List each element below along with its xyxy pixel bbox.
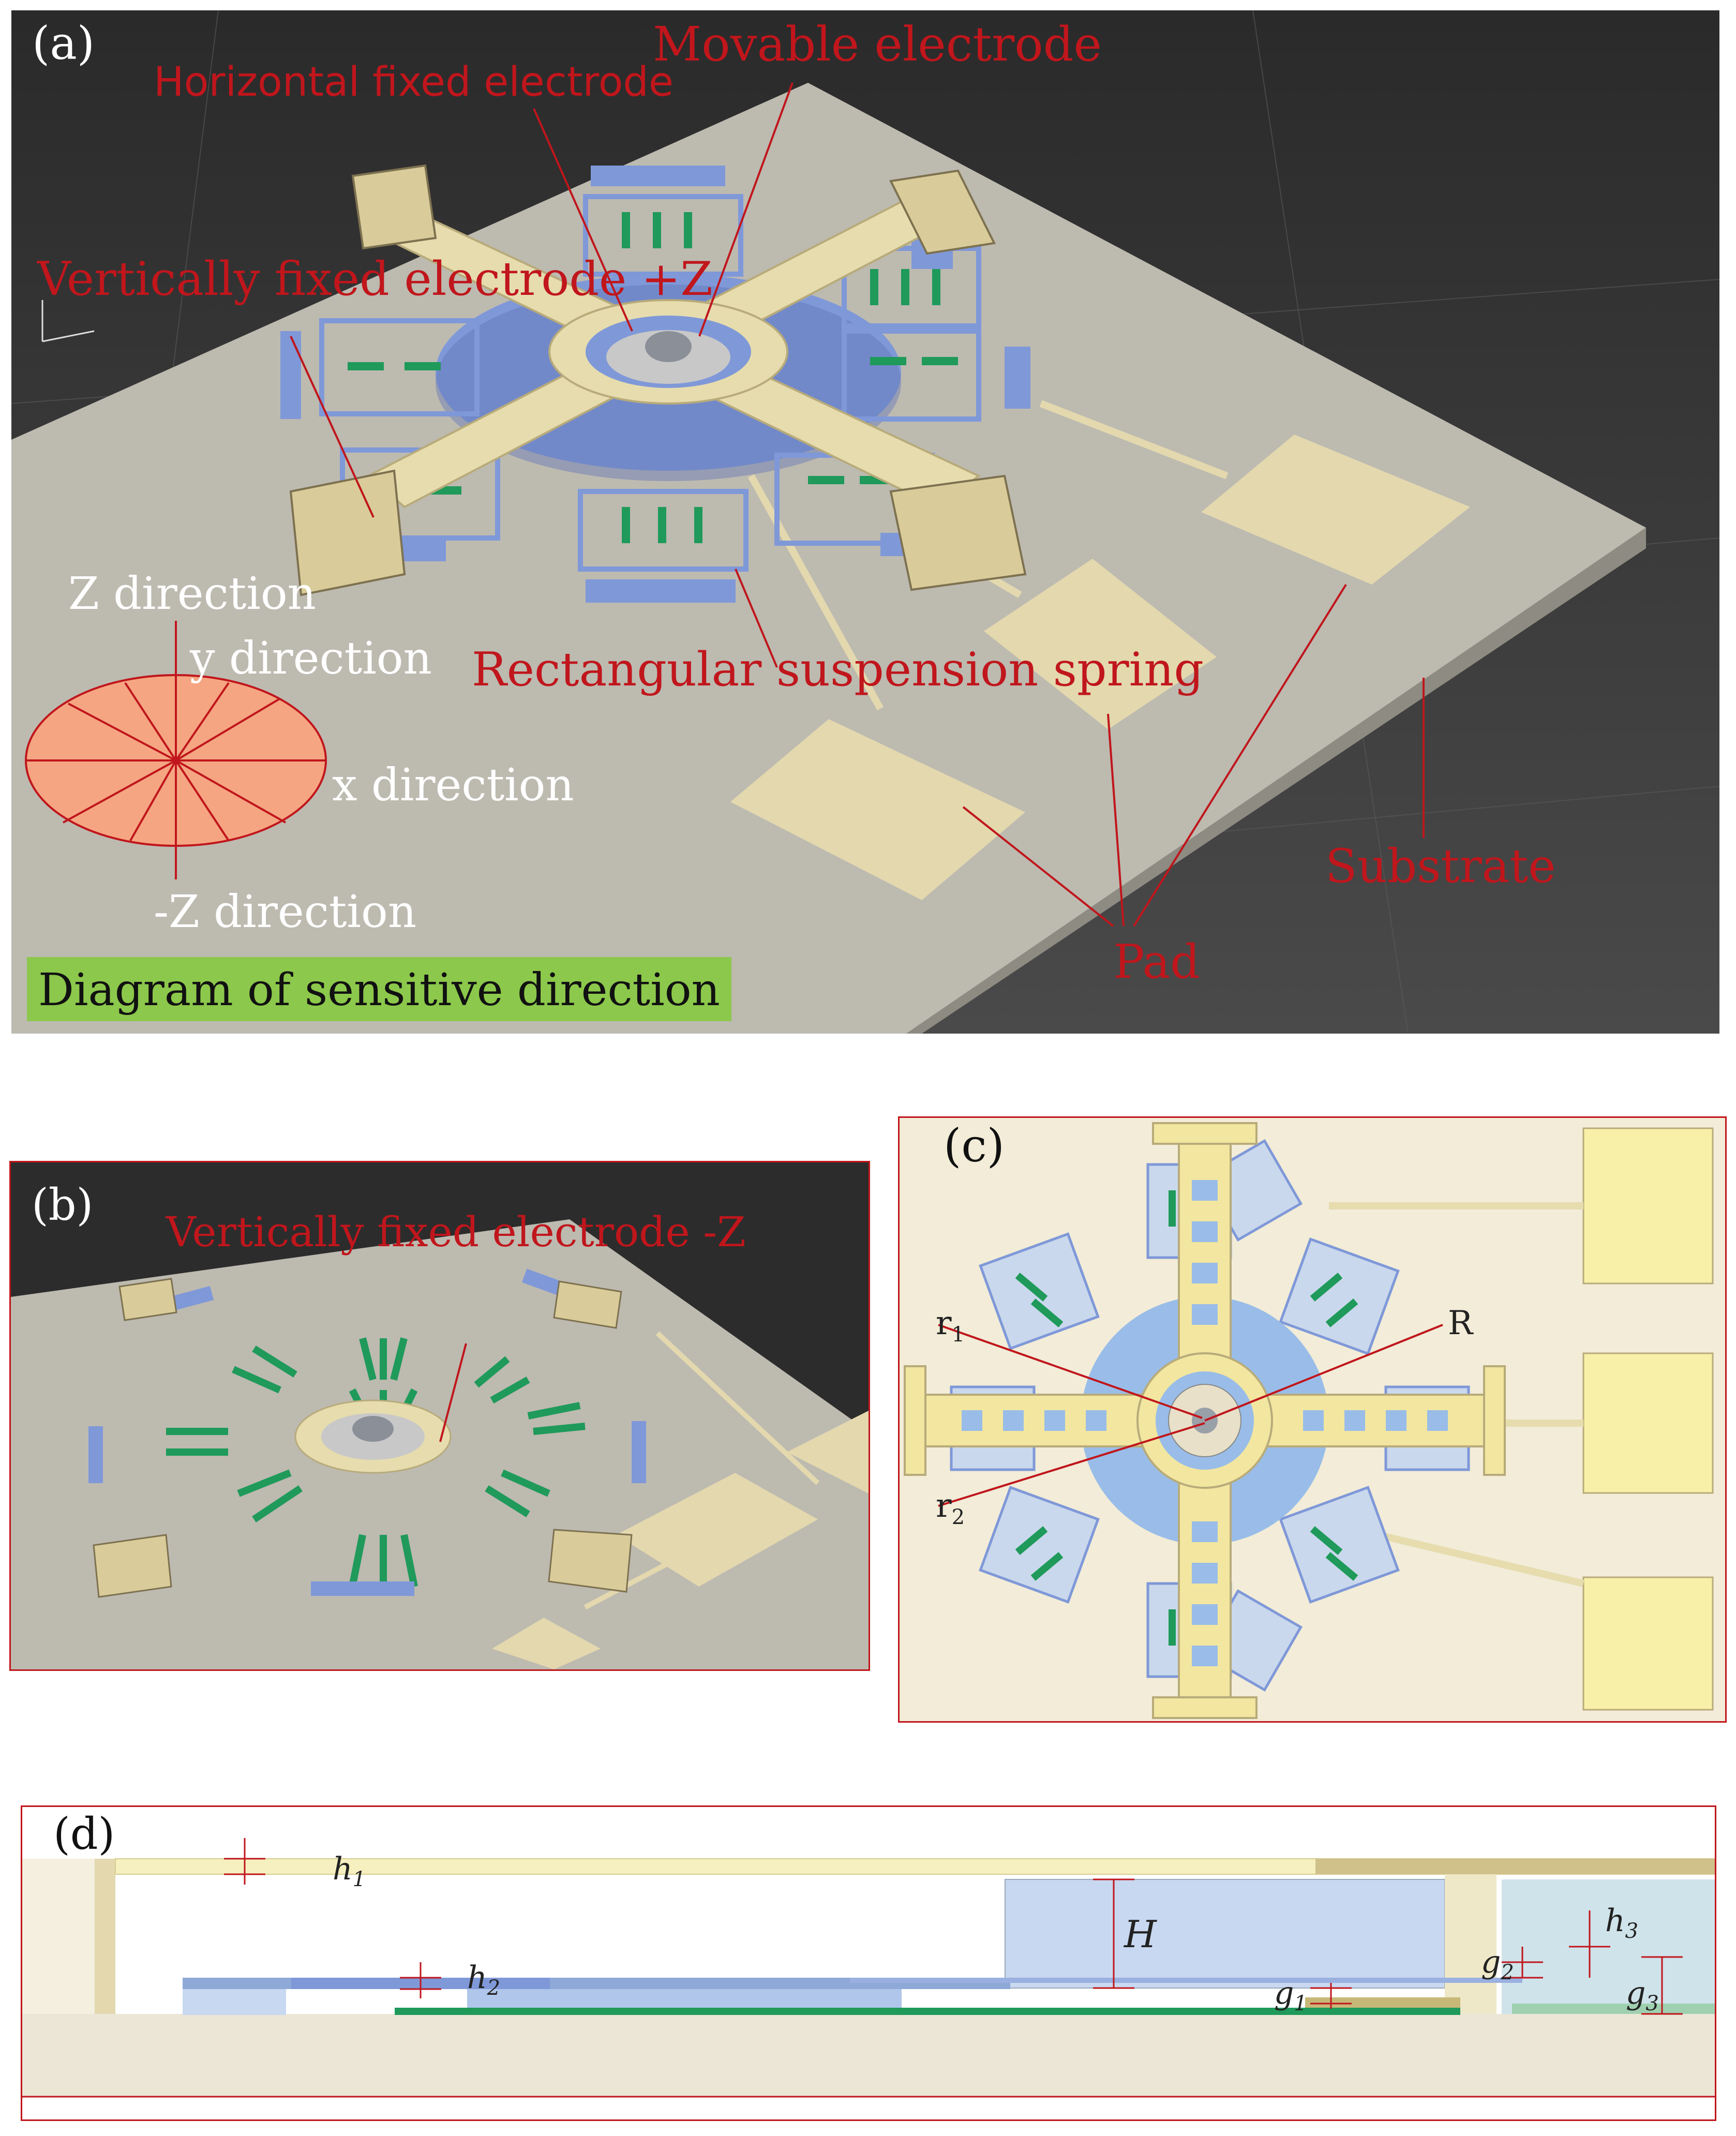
label-g1: g1 (1274, 1975, 1307, 2015)
label-h3: h3 (1605, 1903, 1639, 1943)
label-horizontal-fixed-electrode: Horizontal fixed electrode (154, 59, 674, 106)
sensitivity-ellipse (25, 621, 327, 879)
label-vertical-electrode-plus-z: Vertically fixed electrode +Z (37, 252, 713, 306)
label-minus-z-direction: -Z direction (154, 886, 417, 938)
label-x-direction: x direction (332, 759, 574, 811)
label-g3: g3 (1626, 1975, 1659, 2015)
anchors-a (289, 164, 1027, 596)
label-r2: r2 (936, 1487, 965, 1529)
panel-c-letter: (c) (944, 1119, 1005, 1172)
panel-c: (c) r1 r2 R (898, 1116, 1727, 1723)
panel-a: (a) Movable electrode Horizontal fixed e… (11, 10, 1719, 1034)
panel-a-drawing (11, 10, 1719, 1034)
movable-frame-a (361, 195, 981, 509)
label-r1: r1 (936, 1304, 965, 1347)
label-suspension-spring: Rectangular suspension spring (472, 643, 1204, 697)
label-substrate: Substrate (1325, 839, 1556, 893)
label-h1: h1 (333, 1851, 366, 1891)
panel-a-letter: (a) (32, 17, 95, 70)
pad-2 (984, 559, 1217, 729)
label-y-direction: y direction (190, 633, 432, 684)
pad-3 (1201, 435, 1470, 585)
label-big-r: R (1448, 1304, 1473, 1342)
panel-b: (b) Vertically fixed electrode -Z (9, 1161, 870, 1671)
label-vertical-electrode-minus-z: Vertically fixed electrode -Z (166, 1208, 746, 1256)
panel-d: (d) h1 h2 h3 H g1 g2 g3 (21, 1805, 1716, 2121)
panel-b-letter: (b) (32, 1179, 94, 1230)
label-big-h: H (1124, 1913, 1157, 1956)
pad-1 (730, 719, 1025, 900)
label-h2: h2 (467, 1960, 501, 2000)
label-g2: g2 (1481, 1944, 1514, 1984)
panel-b-drawing (11, 1162, 869, 1669)
electrode-petals-c (950, 1139, 1470, 1692)
panel-c-drawing (904, 1122, 1714, 1719)
sensitive-direction-caption: Diagram of sensitive direction (27, 957, 731, 1021)
panel-d-cross-section (22, 1838, 1715, 2098)
panel-d-letter: (d) (53, 1809, 115, 1859)
label-pad: Pad (1113, 935, 1200, 989)
label-z-direction: Z direction (68, 568, 317, 620)
label-movable-electrode: Movable electrode (653, 17, 1102, 72)
dimension-markers-d (224, 1838, 1683, 2015)
leader-lines-c (938, 1324, 1443, 1507)
leader-lines-a (290, 82, 1425, 927)
